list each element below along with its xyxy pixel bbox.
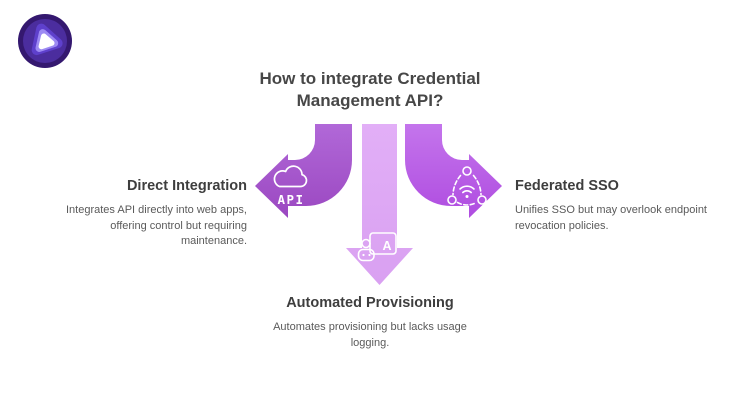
arrow-federated-sso — [405, 124, 502, 218]
arrow-direct-integration — [255, 124, 352, 218]
branch-description: Automates provisioning but lacks usage l… — [273, 321, 467, 349]
branch-heading: Automated Provisioning — [286, 295, 454, 311]
page-title: How to integrate Credential Management A… — [259, 69, 481, 111]
arrow-automated-provisioning — [346, 124, 413, 285]
card-letter: A — [382, 239, 391, 253]
api-label: API — [277, 192, 304, 207]
network-wifi-icon — [447, 166, 487, 206]
logo-center-shape — [38, 33, 55, 50]
brand-logo — [18, 14, 72, 68]
branch-heading: Federated SSO — [515, 178, 619, 194]
branch-description: Unifies SSO but may overlook endpoint re… — [515, 204, 707, 232]
branch-heading: Direct Integration — [126, 178, 247, 194]
branch-federated-sso: Federated SSO Unifies SSO but may overlo… — [515, 178, 711, 234]
branch-automated-provisioning: Automated Provisioning Automates provisi… — [270, 295, 470, 351]
branch-description: Integrates API directly into web apps, o… — [66, 204, 247, 248]
branch-direct-integration: Direct Integration Integrates API direct… — [47, 178, 247, 250]
robot-card-icon: A — [357, 232, 397, 262]
cloud-api-icon: API — [273, 165, 308, 207]
